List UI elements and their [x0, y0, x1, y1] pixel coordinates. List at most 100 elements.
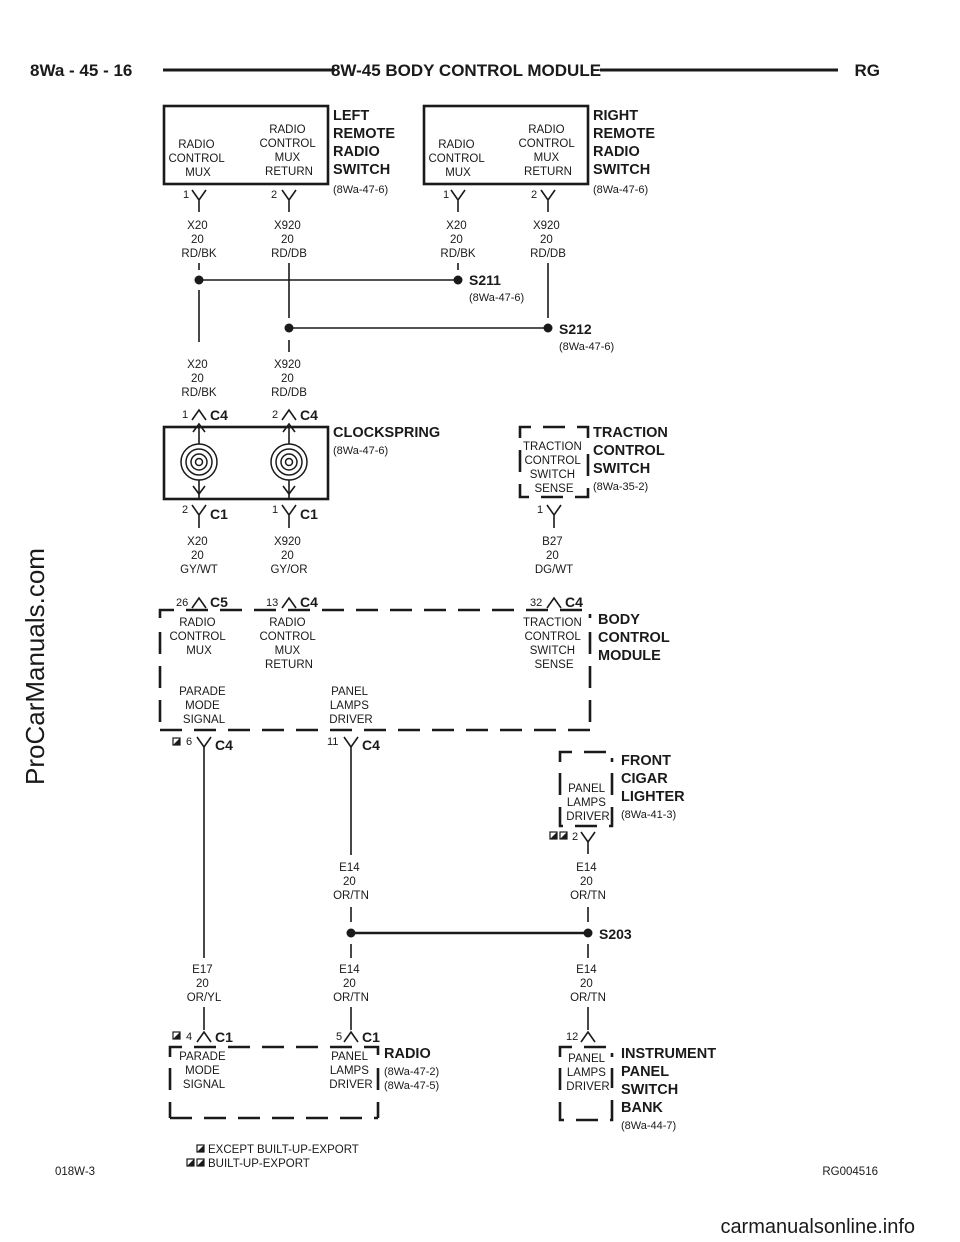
cigar-box-bottom	[558, 773, 614, 828]
right-switch-box	[422, 104, 590, 186]
left-switch-pin2-label: RADIO CONTROL MUX RETURN	[259, 124, 318, 178]
except-export-legend-icon	[196, 1144, 205, 1153]
left-switch-wire2-label: X920 20 RD/DB	[271, 220, 307, 260]
splice-s211-ref: (8Wa-47-6)	[469, 292, 524, 304]
radio-pin-5: 5	[336, 1031, 342, 1043]
radio-conn-4: C1	[215, 1029, 233, 1045]
ips-box-top	[558, 1045, 614, 1057]
bcm-pin-32: 32	[530, 597, 542, 609]
bcm-label-mux: RADIO CONTROL MUX	[169, 617, 228, 657]
radio-switch-splices: S211 (8Wa-47-6) S212 (8Wa-47-6) X20 20 R…	[181, 263, 614, 399]
left-switch-name: LEFT REMOTE RADIO SWITCH	[333, 108, 399, 178]
clockspring-top-pin1: 1	[182, 409, 188, 421]
traction-switch-pin: 1	[537, 504, 543, 516]
panel-lamps-wiring: E14 20 OR/TN S203 E17 20 OR/YL E14 20 OR…	[187, 747, 632, 1030]
radio-ref-2: (8Wa-47-5)	[384, 1080, 439, 1092]
bcm-label-traction: TRACTION CONTROL SWITCH SENSE	[523, 617, 585, 671]
splice-dot	[194, 275, 204, 285]
figure-code-right: RG004516	[822, 1166, 878, 1178]
wire-e14-right-lower-label: E14 20 OR/TN	[570, 964, 606, 1004]
right-switch-terminal-2	[540, 189, 556, 212]
traction-switch-ref: (8Wa-35-2)	[593, 481, 648, 493]
clockspring-bot-conn-right: C1	[300, 506, 318, 522]
bcm-terminal-32	[546, 596, 562, 609]
traction-box-bottom	[518, 450, 590, 499]
cigar-box-top	[558, 750, 614, 762]
bcm-pin-6: 6	[186, 736, 192, 748]
front-cigar-lighter: PANEL LAMPS DRIVER FRONT CIGAR LIGHTER (…	[549, 750, 685, 902]
ips-bank-ref: (8Wa-44-7)	[621, 1120, 676, 1132]
cigar-lighter-terminal	[580, 831, 596, 854]
left-switch-pin1-label: RADIO CONTROL MUX	[168, 139, 227, 179]
coil-left-icon	[180, 443, 218, 481]
bcm-conn-26: C5	[210, 594, 228, 610]
arrow-up	[192, 422, 206, 433]
traction-switch-name: TRACTION CONTROL SWITCH	[593, 425, 672, 477]
traction-switch-terminal	[546, 504, 562, 528]
bcm-terminal-6	[196, 736, 212, 749]
right-switch-wire1-label: X20 20 RD/BK	[440, 220, 475, 260]
left-switch-box	[162, 104, 330, 186]
traction-switch-inner-label: TRACTION CONTROL SWITCH SENSE	[523, 441, 585, 495]
clockspring-top-conn-1: C4	[210, 407, 228, 423]
clockspring-name: CLOCKSPRING	[333, 425, 440, 441]
left-remote-radio-switch: RADIO CONTROL MUX RADIO CONTROL MUX RETU…	[162, 104, 399, 260]
clockspring-bot-pin-left: 2	[182, 504, 188, 516]
splice-s212-label: S212	[559, 321, 592, 337]
page-number: 8Wa - 45 - 16	[30, 61, 132, 80]
radio-name: RADIO	[384, 1046, 431, 1062]
bcm-label-panel: PANEL LAMPS DRIVER	[329, 686, 372, 726]
clockspring: 1 C4 2 C4 CLOCKSPRING (8Wa-47-6) 2 C1 1	[162, 407, 440, 576]
cigar-lighter-name: FRONT CIGAR LIGHTER	[621, 753, 685, 805]
splice-s211-label: S211	[469, 272, 501, 288]
coil-right-icon	[270, 443, 308, 481]
arrow-down	[192, 485, 206, 496]
bcm-label-return: RADIO CONTROL MUX RETURN	[259, 617, 318, 671]
ips-bank-inner-label: PANEL LAMPS DRIVER	[566, 1053, 609, 1093]
legend-built-up-export: BUILT-UP-EXPORT	[208, 1158, 310, 1170]
bcm-conn-11: C4	[362, 737, 380, 753]
radio-terminal-5	[343, 1030, 359, 1043]
bcm-terminal-13	[281, 596, 297, 609]
side-watermark: ProCarManuals.com	[20, 548, 50, 785]
clockspring-bot-pin-right: 1	[272, 504, 278, 516]
clockspring-ref: (8Wa-47-6)	[333, 445, 388, 457]
mid-wire-x920-label: X920 20 RD/DB	[271, 359, 307, 399]
wire-e14-mid-upper-label: E14 20 OR/TN	[333, 862, 369, 902]
splice-s203-label: S203	[599, 926, 632, 942]
bcm-conn-6: C4	[215, 737, 233, 753]
except-export-marker-icon	[172, 737, 181, 746]
cigar-lighter-ref: (8Wa-41-3)	[621, 809, 676, 821]
clockspring-out-right-label: X920 20 GY/OR	[270, 536, 307, 576]
bcm-pin-26: 26	[176, 597, 188, 609]
splice-dot	[284, 323, 294, 333]
right-switch-pin1: 1	[443, 189, 449, 201]
clockspring-out-left-label: X20 20 GY/WT	[180, 536, 218, 576]
clockspring-top-terminal-1	[191, 408, 207, 421]
bcm-terminal-26	[191, 596, 207, 609]
bcm-terminal-11	[343, 736, 359, 749]
except-export-marker-icon	[172, 1031, 181, 1040]
radio-box-top	[168, 1045, 380, 1057]
bcm-pin-13: 13	[266, 597, 278, 609]
splice-dot	[346, 928, 356, 938]
figure-code-left: 018W-3	[55, 1166, 95, 1178]
cigar-lighter-pin: 2	[572, 831, 578, 843]
clockspring-top-terminal-2	[281, 408, 297, 421]
right-switch-pin2-label: RADIO CONTROL MUX RETURN	[518, 124, 577, 178]
splice-s212-dot	[543, 323, 553, 333]
legend: EXCEPT BUILT-UP-EXPORT BUILT-UP-EXPORT	[186, 1144, 359, 1170]
radio: 4 C1 5 C1 PARADE MODE SIGNAL PANEL LAMPS…	[168, 1029, 439, 1120]
bottom-watermark: carmanualsonline.info	[720, 1216, 915, 1238]
bcm-conn-13: C4	[300, 594, 318, 610]
bcm-pin-11: 11	[327, 736, 338, 748]
ips-bank-terminal	[580, 1030, 596, 1043]
mid-wire-x20-label: X20 20 RD/BK	[181, 359, 216, 399]
built-up-export-marker-icon	[549, 831, 568, 840]
traction-control-switch: TRACTION CONTROL SWITCH SENSE TRACTION C…	[518, 425, 672, 576]
clockspring-box	[162, 425, 330, 501]
cigar-lighter-wire-label: E14 20 OR/TN	[570, 862, 606, 902]
clockspring-bot-conn-left: C1	[210, 506, 228, 522]
radio-conn-5: C1	[362, 1029, 380, 1045]
